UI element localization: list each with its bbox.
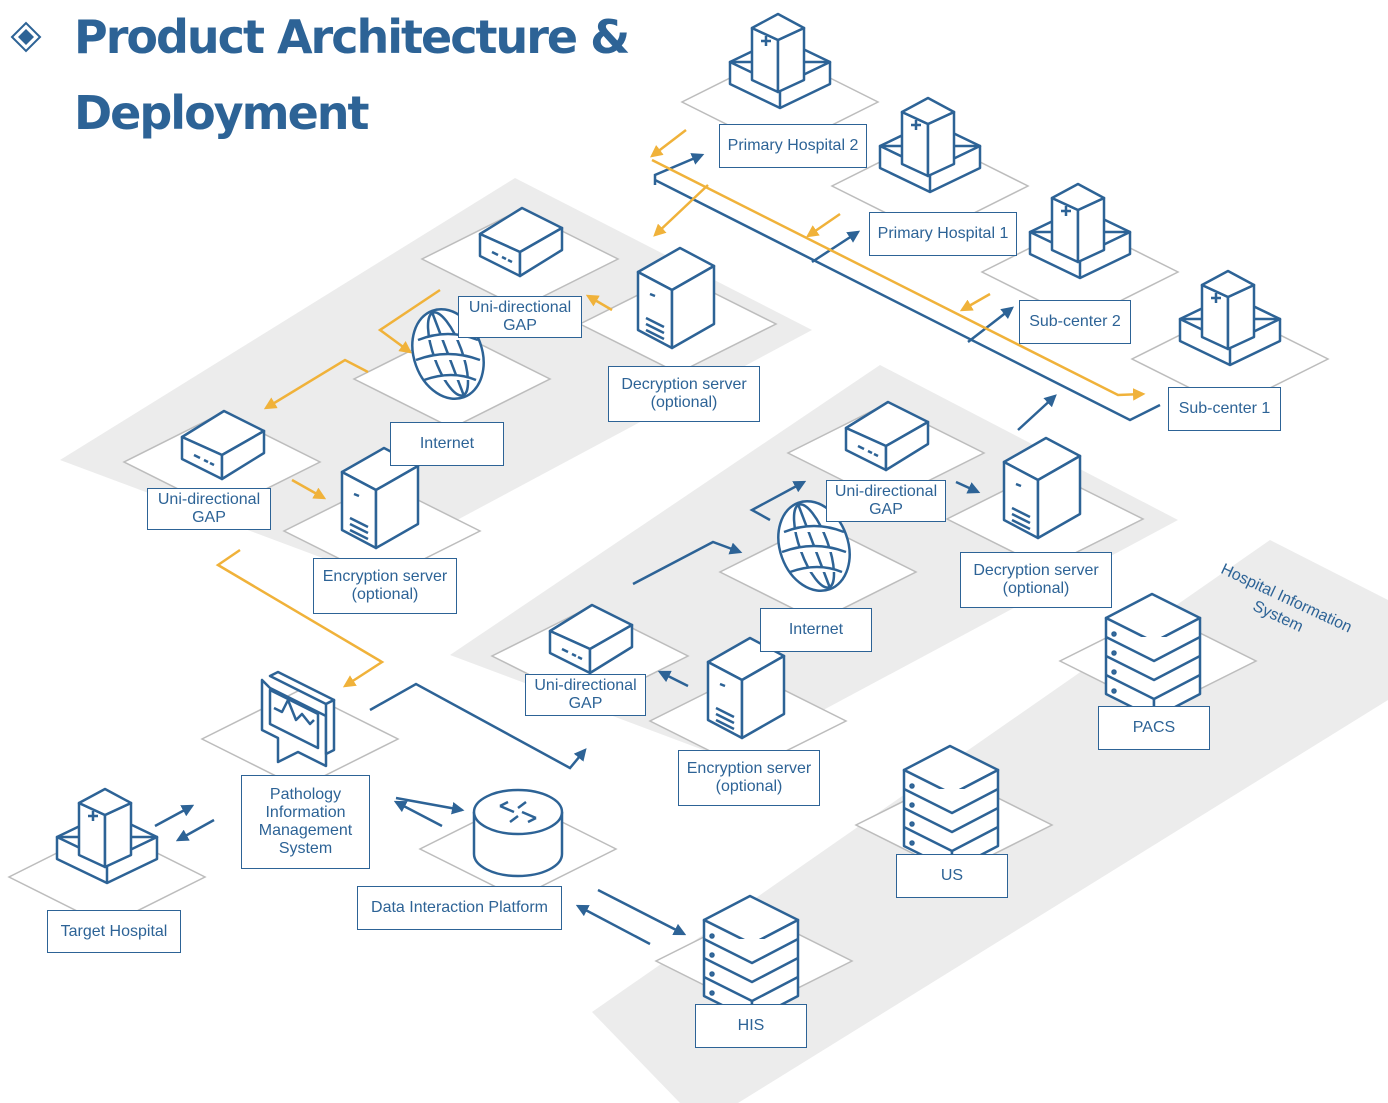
globe-icon [777,499,851,593]
label-target-hospital: Target Hospital [47,910,181,953]
hospital-building-icon [1028,182,1132,280]
label-pims: Pathology Information Management System [241,775,370,869]
label-decryption-top: Decryption server (optional) [608,366,760,422]
label-data-interaction-platform: Data Interaction Platform [357,886,562,930]
server-stack-icon [702,894,800,1022]
label-pacs: PACS [1098,706,1210,750]
hospital-building-icon [728,12,832,110]
label-sub-center-1: Sub-center 1 [1168,387,1281,431]
hospital-building-icon [878,96,982,194]
label-gap-top: Uni-directional GAP [458,296,582,338]
label-gap-left: Uni-directional GAP [147,488,271,530]
label-his: HIS [695,1004,807,1048]
server-tower-icon [636,246,716,350]
diamond-icon [10,21,42,53]
label-encryption-mid: Encryption server (optional) [678,750,820,806]
label-gap-mid-left: Uni-directional GAP [525,674,646,716]
page-title-line-2: Deployment [74,86,370,140]
gap-box-icon [548,603,634,675]
label-primary-hospital-2: Primary Hospital 2 [719,124,867,168]
label-primary-hospital-1: Primary Hospital 1 [869,212,1017,256]
connection-lines [154,129,1161,946]
server-stack-icon [902,744,1000,872]
router-icon [472,788,564,878]
server-tower-icon [1002,436,1082,540]
label-sub-center-2: Sub-center 2 [1019,300,1131,344]
label-us: US [896,854,1008,898]
label-gap-mid-top: Uni-directional GAP [826,480,946,522]
page-title-line-1: Product Architecture & [74,10,630,64]
server-stack-icon [1104,592,1202,720]
monitor-icon [260,670,336,768]
gap-box-icon [478,206,564,278]
hospital-building-icon [1178,269,1282,367]
gap-box-icon [180,409,266,481]
label-internet-mid: Internet [760,608,872,652]
label-decryption-mid: Decryption server (optional) [960,552,1112,608]
hospital-building-icon [55,787,159,885]
label-encryption-top: Encryption server (optional) [313,558,457,614]
gap-box-icon [844,400,930,472]
label-internet-top: Internet [390,422,504,466]
